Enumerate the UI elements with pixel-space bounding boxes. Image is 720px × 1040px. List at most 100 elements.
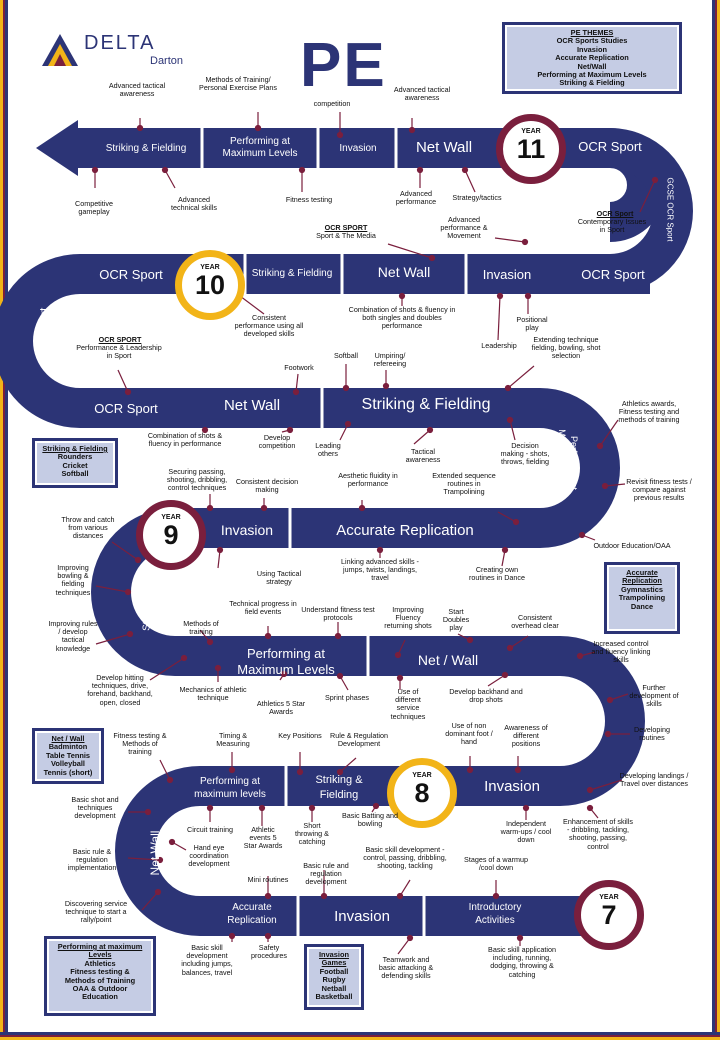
label: Use of non dominant foot / hand [445,721,493,747]
label: Teamwork and basic attacking & defending… [378,955,434,981]
seg-sf-r6-1: Striking & [315,774,363,786]
label: Throw and catch from various distances [61,515,115,541]
year-label: YEAR [521,128,541,135]
seg-gcse: GCSE OCR Sport [665,177,675,242]
road-row5 [175,636,645,806]
label: Softball [334,351,358,360]
logo-sub: Darton [150,55,184,67]
label: Combination of shots & fluency in perfor… [147,431,223,449]
road-loop-gcse [610,128,693,294]
box-line: Basketball [315,992,353,1002]
label: Understand fitness test protocols [301,605,375,623]
label: Strategy/tactics [452,193,502,202]
box-line: Rugby [322,975,346,985]
themes-heading: PE THEMES [570,28,614,37]
label: Outdoor Education/OAA [593,541,671,550]
label: Consistent overhead clear [511,613,559,631]
delta-logo-icon [42,34,78,66]
label: Basic Batting and bowling [342,811,398,829]
seg-net-wall-r2: Net Wall [377,264,431,280]
label: Awareness of different positions [504,723,548,749]
right-border [712,0,720,1040]
label: Athletic events 5 Star Awards [243,825,283,851]
year-number: 9 [163,520,179,550]
seg-pml-r5-1: Performing at [246,646,326,661]
label: Sprint phases [325,693,369,702]
year-number: 7 [601,900,617,930]
label: Timing & Measuring [216,731,250,749]
box-line: Rounders [57,452,93,462]
label: Advanced performance [395,189,437,207]
label: Basic rule & regulation implementation [67,847,117,873]
label: Decision making - shots, throws, fieldin… [500,441,550,467]
seg-pml-line1: Performing at [229,136,291,147]
seg-invasion-r6: Invasion [484,778,540,795]
theme-line: Invasion [577,44,607,54]
seg-ar-r7-2: Replication [227,915,277,926]
box-line: Athletics [84,958,116,968]
year-label: YEAR [599,894,619,901]
seg-net-wall-r5: Net / Wall [417,652,479,668]
year-10-badge: YEAR 10 [175,250,245,320]
label: Independent warm-ups / cool down [500,819,552,845]
label: Developing landings / Travel over distan… [619,771,689,789]
label: Consistent decision making [235,477,299,495]
label: Securing passing, shooting, dribbling, c… [166,467,228,493]
seg-ocr-sport-r3: OCR Sport [94,401,158,416]
label: Advanced technical skills [171,195,217,213]
label: Circuit training [187,825,233,834]
seg-pml-v2: Maximum Levels [557,429,567,497]
label-heading: OCR SPORT [324,223,368,232]
year-7-badge: YEAR 7 [574,880,644,950]
label: Extending technique fielding, bowling, s… [531,335,601,361]
label: Competitive gameplay [75,199,113,217]
left-border [0,0,8,1040]
label: Hand eye coordination development [188,843,230,869]
seg-ia-2: Activities [475,915,515,926]
label: Combination of shots & fluency in both s… [348,305,456,331]
label: Improving Fluency returning shots [384,605,432,631]
road-row2 [0,254,650,428]
box-line: Methods of Training [64,975,136,985]
label: Aesthetic fluidity in performance [338,471,398,489]
box-invasion-games: Invasion Games Football Rugby Netball Ba… [304,944,364,1010]
label: Methods of training [183,619,219,637]
box-line: Cricket [62,460,88,470]
seg-ar-r7-1: Accurate [232,902,272,913]
seg-pml-v1: Performing at [569,435,579,491]
box-line: Gymnastics [621,584,663,594]
label: Tactical awareness [405,447,441,465]
label: Creating own routines in Dance [469,565,525,583]
seg-ocr-sport-r2l: OCR Sport [99,267,163,282]
seg-ocr-sport-v: OCR Sport [37,307,51,367]
label: Develop backhand and drop shots [449,687,523,705]
label: Use of different service techniques [390,687,426,721]
label: Further development of skills [629,683,679,709]
box-line: Tennis (short) [43,767,93,777]
year-label: YEAR [161,514,181,521]
year-9-badge: YEAR 9 [136,500,206,570]
themes-box: PE THEMES OCR Sports Studies Invasion Ac… [502,22,682,94]
label: Revisit fitness tests / compare against … [626,477,692,503]
seg-net-wall-v: Net Wall [148,830,162,876]
year-label: YEAR [412,772,432,779]
label: Advanced performance & Movement [440,215,488,241]
box-line: Netball [321,983,347,993]
label: Stages of a warmup /cool down [464,855,528,873]
seg-ocr-sport: OCR Sport [578,139,642,154]
box-net-wall: Net / Wall Badminton Table Tennis Volley… [32,728,104,784]
label: Methods of Training/ Personal Exercise P… [199,75,277,93]
seg-ar-r4: Accurate Replication [336,522,474,539]
box-heading: Accurate Replication [622,568,662,586]
label: Increased control and fluency linking sk… [591,639,651,665]
label: Improving rules / develop tactical knowl… [48,619,98,653]
seg-pml-r6-2: maximum levels [194,789,266,800]
label: Basic skill development - control, passi… [363,845,447,871]
label: Advanced tactical awareness [108,81,166,99]
seg-ia-1: Introductory [468,902,522,913]
box-performing-max: Performing at maximum Levels Athletics F… [44,936,156,1016]
box-line: Football [319,966,349,976]
label: Positional play [516,315,548,333]
label: Performance & Leadership in Sport [76,343,162,361]
